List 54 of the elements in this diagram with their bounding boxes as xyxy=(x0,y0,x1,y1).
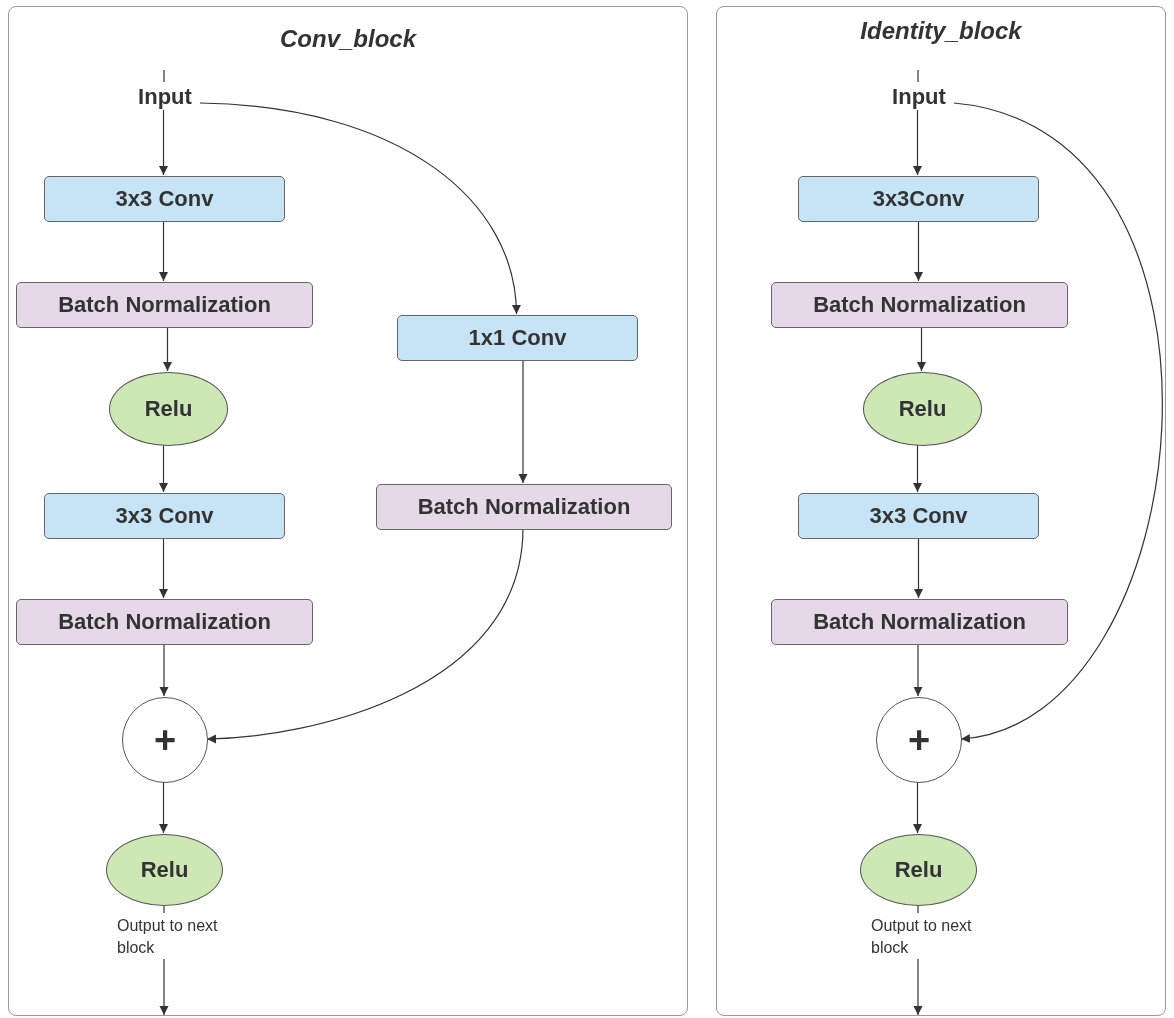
layer-box xyxy=(44,176,285,222)
block-panel xyxy=(8,6,688,1016)
layer-label: Relu xyxy=(144,396,193,422)
layer-box xyxy=(771,599,1068,645)
arrow xyxy=(913,444,922,493)
input-label: Input xyxy=(129,83,201,111)
layer-label: 1x1 Conv xyxy=(468,325,567,351)
input-label: Input xyxy=(883,83,955,111)
plus-sign: + xyxy=(907,718,931,762)
plus-sign: + xyxy=(153,718,177,762)
layer-label: Batch Normalization xyxy=(417,494,631,520)
arrow xyxy=(159,537,168,599)
layer-label: 3x3 Conv xyxy=(115,186,214,212)
arrow xyxy=(913,781,922,834)
arrow xyxy=(159,220,168,282)
layer-label: 3x3Conv xyxy=(872,186,965,212)
layer-box xyxy=(16,282,313,328)
layer-box xyxy=(16,599,313,645)
arrow xyxy=(953,102,1163,741)
arrow xyxy=(163,326,172,372)
layer-box xyxy=(771,282,1068,328)
layer-box xyxy=(397,315,638,361)
layer-label: Batch Normalization xyxy=(58,292,271,318)
arrow xyxy=(518,359,528,484)
output-label: Output to next block xyxy=(117,914,247,960)
arrow xyxy=(917,326,926,372)
arrow xyxy=(913,109,922,176)
arrow xyxy=(199,102,521,315)
layer-label: 3x3 Conv xyxy=(869,503,968,529)
arrow xyxy=(159,958,169,1016)
arrow xyxy=(914,537,923,599)
block-panel xyxy=(716,6,1166,1016)
layer-label: 3x3 Conv xyxy=(115,503,214,529)
block-title: Conv_block xyxy=(279,25,418,53)
arrow xyxy=(206,528,524,744)
output-label: Output to next block xyxy=(871,914,1001,960)
layer-label: Batch Normalization xyxy=(813,292,1026,318)
arrow xyxy=(914,220,923,282)
arrow xyxy=(159,643,169,697)
layer-label: Relu xyxy=(894,857,943,883)
layer-label: Relu xyxy=(898,396,947,422)
layer-label: Batch Normalization xyxy=(813,609,1026,635)
arrow xyxy=(159,109,168,176)
layer-box xyxy=(798,176,1039,222)
block-title: Identity_block xyxy=(859,17,1023,45)
arrow xyxy=(913,643,923,697)
layer-box xyxy=(798,493,1039,539)
layer-box xyxy=(376,484,672,530)
layer-box xyxy=(44,493,285,539)
arrow xyxy=(913,958,923,1016)
layer-label: Relu xyxy=(140,857,189,883)
arrow xyxy=(159,781,168,834)
layer-label: Batch Normalization xyxy=(58,609,271,635)
arrow xyxy=(159,444,168,493)
